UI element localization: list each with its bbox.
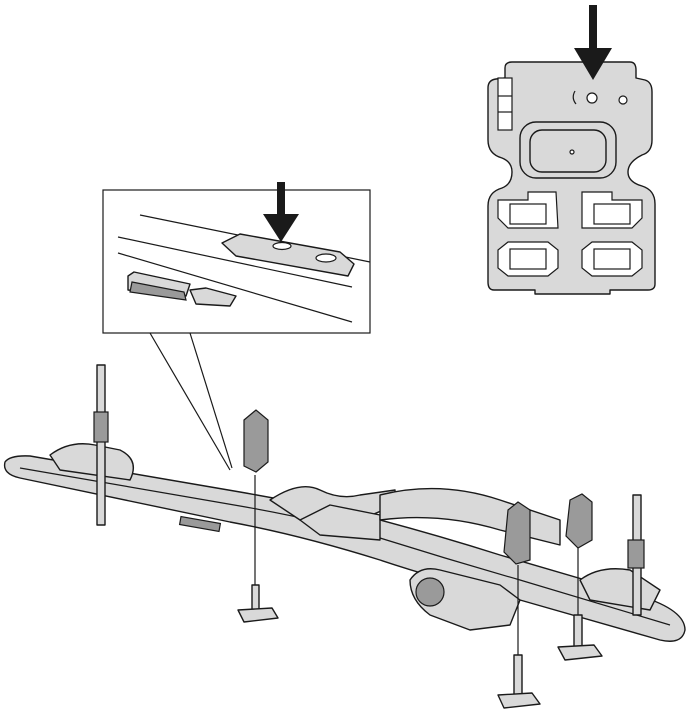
down-arrow-icon bbox=[263, 182, 299, 242]
inset-detail bbox=[102, 182, 371, 471]
clamp-slot bbox=[497, 191, 643, 277]
t-bolt bbox=[237, 475, 603, 709]
bike-rack bbox=[3, 364, 686, 709]
down-arrow-icon bbox=[574, 5, 612, 80]
mounting-plate-detail bbox=[487, 5, 656, 295]
